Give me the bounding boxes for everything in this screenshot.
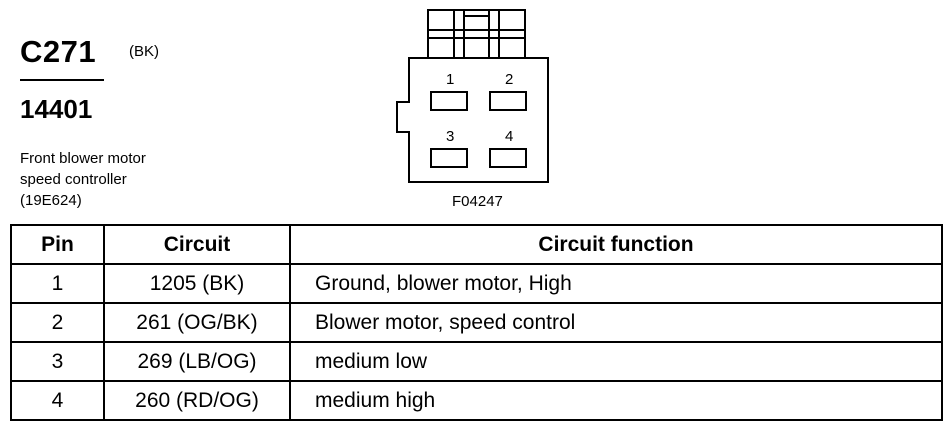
pin-cell: 3	[10, 341, 105, 382]
pin-cell: 2	[10, 302, 105, 343]
pin-cavity-2	[489, 91, 527, 111]
function-cell: Blower motor, speed control	[289, 302, 943, 343]
pin-label-3: 3	[446, 128, 454, 145]
description-line: Front blower motor	[20, 150, 146, 167]
table-row: 3 269 (LB/OG) medium low	[10, 341, 943, 382]
latch-slot	[463, 15, 490, 31]
connector-id: C271	[20, 34, 97, 69]
pin-table: Pin Circuit Circuit function 1 1205 (BK)…	[10, 224, 943, 421]
circuit-cell: 261 (OG/BK)	[103, 302, 291, 343]
connector-description: Front blower motor speed controller (19E…	[20, 148, 146, 211]
function-cell: Ground, blower motor, High	[289, 263, 943, 304]
pin-cavity-4	[489, 148, 527, 168]
table-row: 4 260 (RD/OG) medium high	[10, 380, 943, 421]
pin-cavity-3	[430, 148, 468, 168]
description-line: speed controller	[20, 171, 127, 188]
connector-body	[396, 57, 549, 183]
circuit-cell: 269 (LB/OG)	[103, 341, 291, 382]
pin-cell: 4	[10, 380, 105, 421]
part-number: 14401	[20, 94, 93, 124]
table-row: 2 261 (OG/BK) Blower motor, speed contro…	[10, 302, 943, 343]
pin-label-4: 4	[505, 128, 513, 145]
connector-latch	[427, 9, 526, 59]
header-circuit-function: Circuit function	[289, 224, 943, 265]
pin-cavity-1	[430, 91, 468, 111]
connector-diagram: 1 2 3 4	[396, 9, 549, 183]
function-cell: medium high	[289, 380, 943, 421]
pin-cell: 1	[10, 263, 105, 304]
function-cell: medium low	[289, 341, 943, 382]
header-pin: Pin	[10, 224, 105, 265]
header-divider	[20, 79, 104, 81]
description-line: (19E624)	[20, 192, 82, 209]
pin-label-2: 2	[505, 71, 513, 88]
circuit-cell: 1205 (BK)	[103, 263, 291, 304]
header-circuit: Circuit	[103, 224, 291, 265]
table-row: 1 1205 (BK) Ground, blower motor, High	[10, 263, 943, 304]
figure-code: F04247	[452, 193, 503, 210]
circuit-cell: 260 (RD/OG)	[103, 380, 291, 421]
pin-label-1: 1	[446, 71, 454, 88]
connector-color-code: (BK)	[129, 43, 159, 60]
table-header-row: Pin Circuit Circuit function	[10, 224, 943, 265]
